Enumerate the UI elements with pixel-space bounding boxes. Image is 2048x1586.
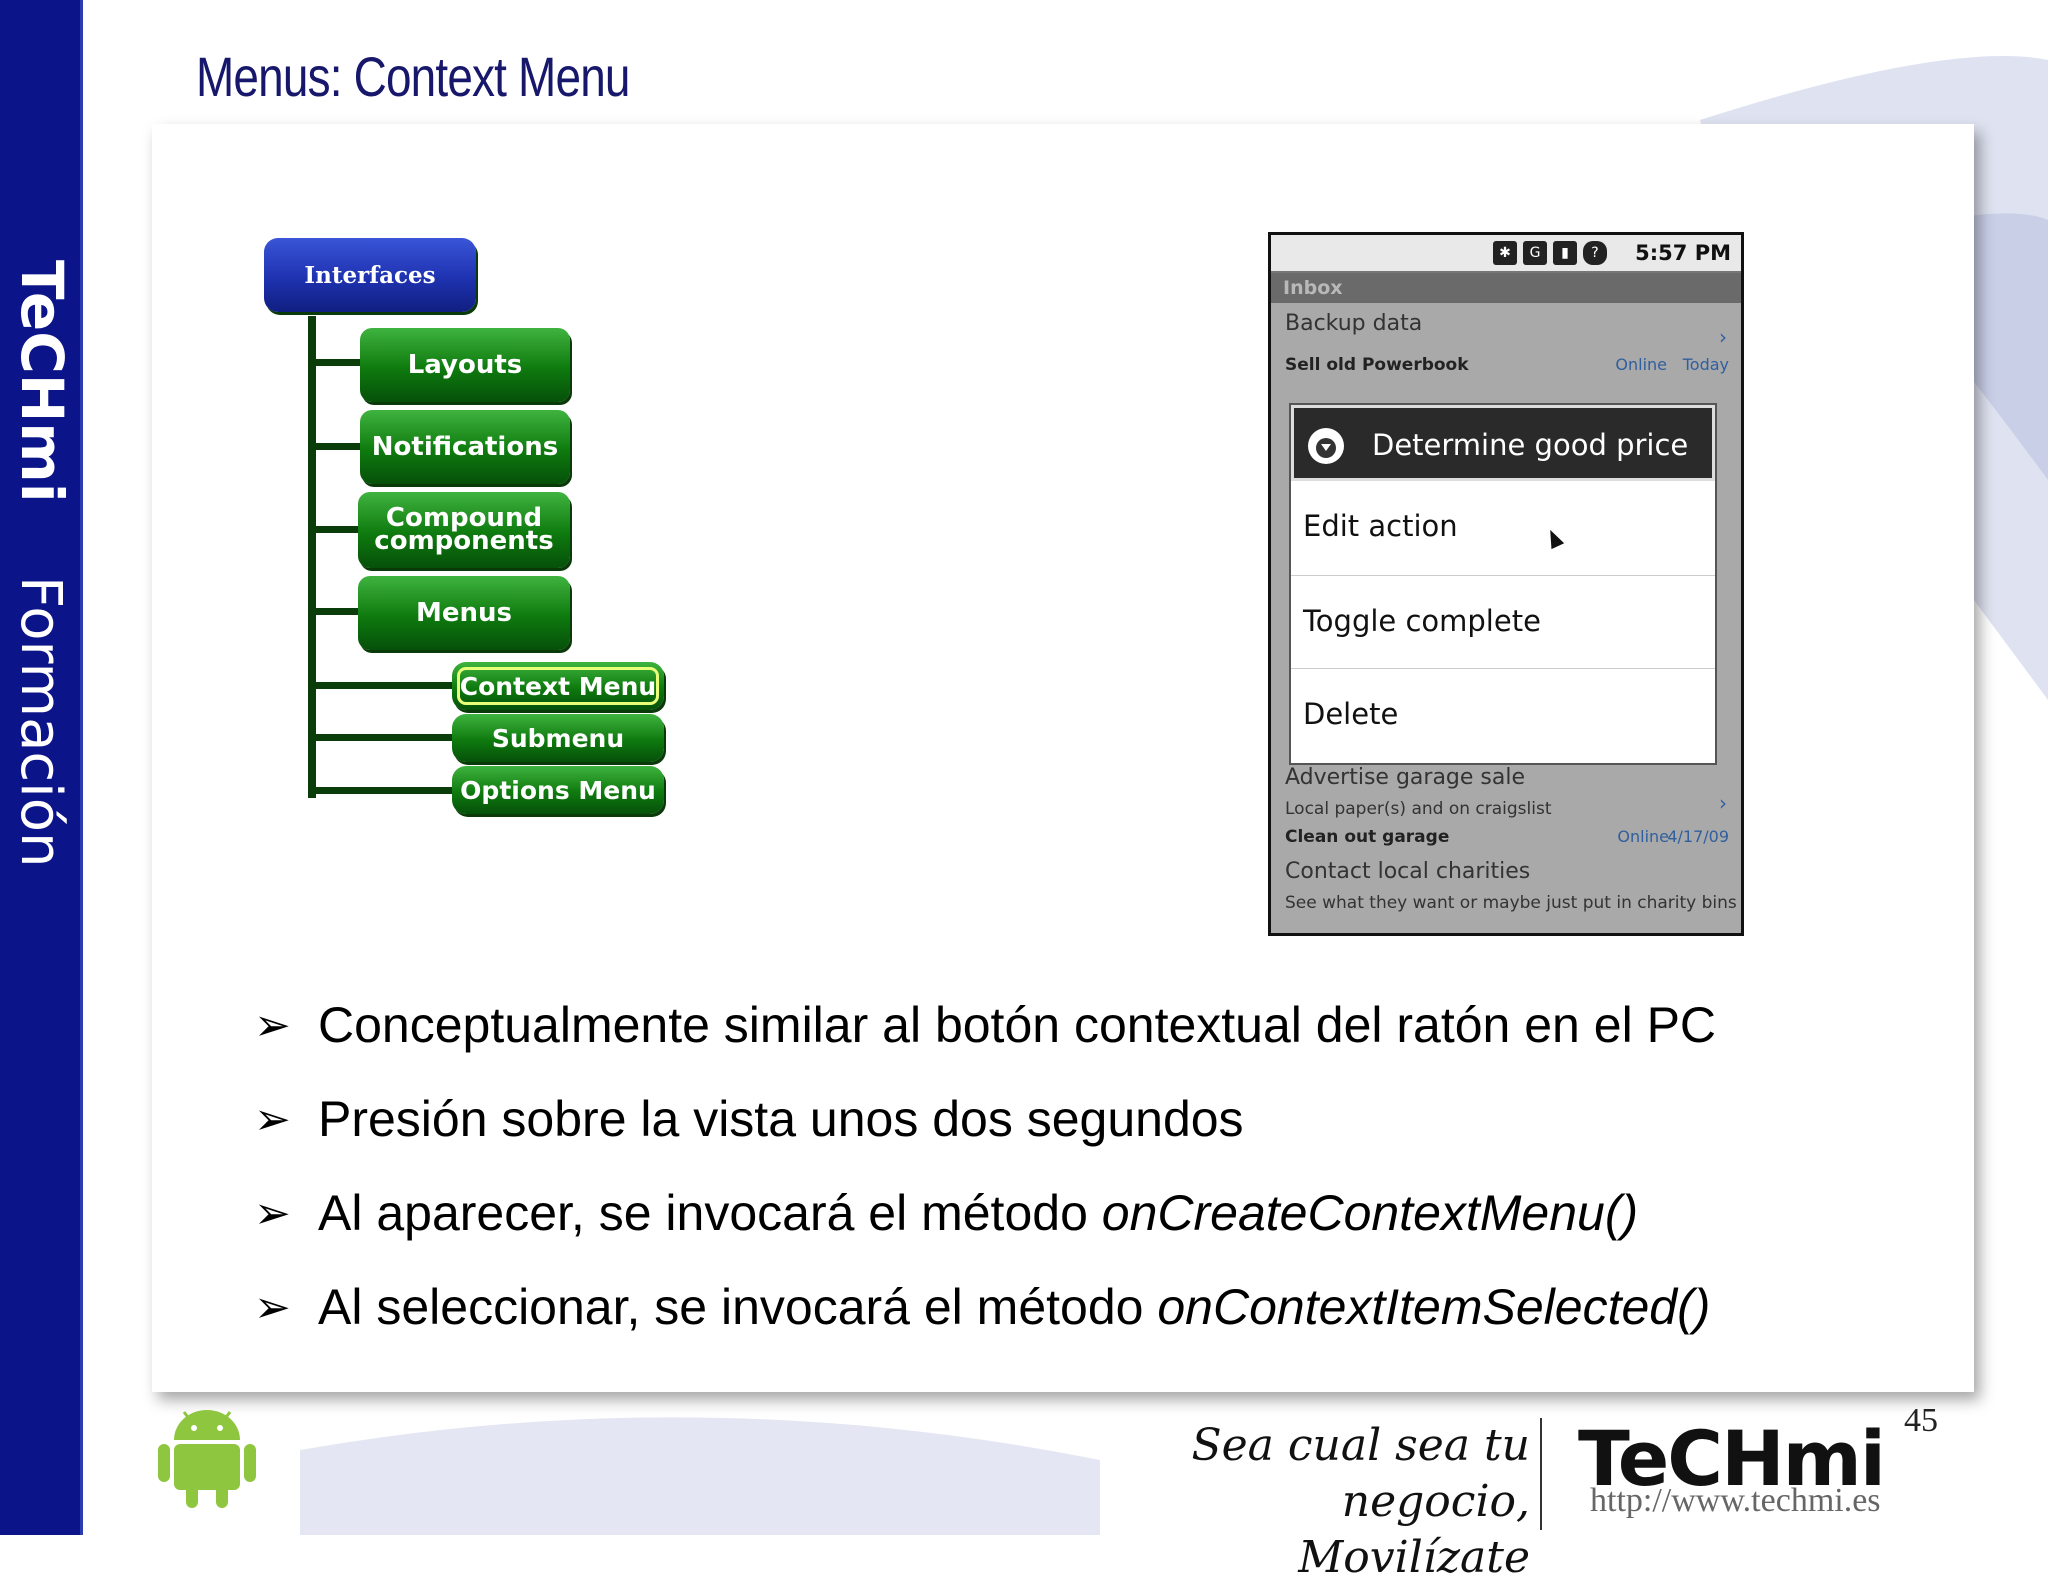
list-item-bold[interactable]: Sell old Powerbook [1285,355,1469,375]
arrow-bullet-icon: ➢ [254,1187,291,1239]
android-phone-screenshot: ✱ G ▮ ? 5:57 PM Inbox Backup data › Sell… [1268,232,1744,936]
list-item-date: Today [1682,355,1729,374]
tree-branch-line [308,359,368,366]
bullet-item: ➢ Conceptualmente similar al botón conte… [254,978,1854,1072]
bullet-item: ➢ Presión sobre la vista unos dos segund… [254,1072,1854,1166]
footer-divider [1540,1418,1542,1530]
app-title-bar: Inbox [1271,273,1741,303]
tree-branch-line [308,682,456,689]
bluetooth-icon: ✱ [1493,241,1517,265]
sidebar-vertical-text: TeCHmi Formación [8,260,76,880]
signal-strength-icon: ▮ [1553,241,1577,265]
context-menu-header: Determine good price [1291,405,1715,481]
arrow-bullet-icon: ➢ [254,1093,291,1145]
tree-node-context-menu: Context Menu [452,662,664,710]
tree-branch-line [308,787,456,794]
online-status: Online [1617,827,1669,846]
tree-branch-line [308,443,368,450]
sidebar-label: Formación [8,576,72,867]
bullet-list: ➢ Conceptualmente similar al botón conte… [254,978,1854,1354]
tree-branch-line [308,734,456,741]
context-menu-item-edit-action[interactable]: Edit action [1291,481,1715,573]
chevron-right-icon: › [1719,325,1727,349]
menu-hierarchy-diagram: Interfaces Layouts Notifications Compoun… [262,236,682,826]
tree-node-compound-components: Compound components [358,492,570,568]
list-item-title[interactable]: Backup data [1285,311,1423,336]
battery-unknown-icon: ? [1583,241,1607,265]
context-menu-item-toggle-complete[interactable]: Toggle complete [1291,575,1715,668]
bullet-text: Presión sobre la vista unos dos segundos [318,1091,1244,1147]
footer-slogan: Sea cual sea tu negocio, Movilízate [1090,1418,1530,1586]
context-menu-item-label: Edit action [1303,509,1458,543]
bullet-text: Al aparecer, se invocará el método onCre… [318,1185,1639,1241]
list-item-date: 4/17/09 [1667,827,1729,846]
sidebar-brand: TeCHmi [8,260,72,503]
page-number: 45 [1904,1402,1938,1439]
context-menu-item-label: Delete [1303,697,1399,731]
android-logo-icon [158,1410,256,1508]
chevron-right-icon: › [1719,791,1727,815]
slogan-line: Movilízate [1298,1532,1530,1583]
context-menu-item-delete[interactable]: Delete [1291,668,1715,761]
tree-node-submenu: Submenu [452,714,664,762]
list-item-subtitle: Local paper(s) and on craigslist [1285,799,1552,819]
footer-brand-logo: TeCHmi [1578,1414,1886,1503]
bullet-text: Conceptualmente similar al botón context… [318,997,1717,1053]
slogan-line: Sea cual sea tu negocio, [1191,1420,1530,1527]
context-menu-item-label: Toggle complete [1303,604,1541,638]
brand-sidebar: TeCHmi Formación [0,0,83,1535]
list-item-subtitle: See what they want or maybe just put in … [1285,893,1737,913]
tree-branch-line [308,526,368,533]
online-status: Online [1615,355,1667,374]
arrow-bullet-icon: ➢ [254,999,291,1051]
chevron-down-circle-icon [1308,428,1344,464]
context-menu-title: Determine good price [1372,428,1689,462]
tree-node-layouts: Layouts [360,328,570,402]
status-time: 5:57 PM [1635,241,1731,265]
tree-branch-line [308,608,368,615]
tree-node-notifications: Notifications [360,410,570,484]
bullet-item: ➢ Al aparecer, se invocará el método onC… [254,1166,1854,1260]
tree-trunk-line [308,316,316,798]
tree-node-options-menu: Options Menu [452,766,664,814]
list-item-title[interactable]: Contact local charities [1285,859,1531,884]
bullet-item: ➢ Al seleccionar, se invocará el método … [254,1260,1854,1354]
app-title: Inbox [1283,277,1343,299]
network-type-icon: G [1523,241,1547,265]
bullet-text: Al seleccionar, se invocará el método on… [318,1279,1711,1335]
tree-node-interfaces: Interfaces [264,238,476,312]
list-item-bold[interactable]: Clean out garage [1285,827,1450,847]
context-menu-dialog: Determine good price Edit action Toggle … [1291,405,1715,763]
list-item-title[interactable]: Advertise garage sale [1285,765,1526,790]
status-bar: ✱ G ▮ ? 5:57 PM [1271,235,1741,273]
footer-url[interactable]: http://www.techmi.es [1590,1482,1881,1519]
slide-title: Menus: Context Menu [196,45,630,108]
arrow-bullet-icon: ➢ [254,1281,291,1333]
tree-node-menus: Menus [358,576,570,650]
